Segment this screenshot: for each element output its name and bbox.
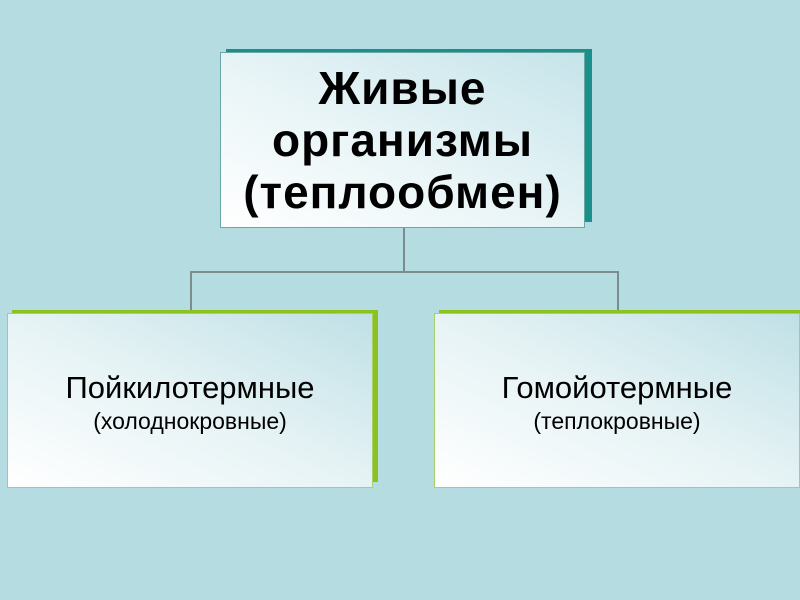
root-node-box: Живые организмы (теплообмен) (220, 52, 585, 228)
root-node-line-2: организмы (271, 114, 534, 166)
child-node-title: Пойкилотермные (65, 369, 315, 405)
root-node-line-1: Живые (318, 62, 487, 114)
child-node-subtitle: (холоднокровные) (93, 407, 287, 434)
connector-right-down (617, 271, 619, 311)
root-node-line-3: (теплообмен) (243, 166, 562, 218)
child-node-homeothermic: Гомойотермные (теплокровные) (434, 310, 800, 488)
child-node-box: Пойкилотермные (холоднокровные) (7, 313, 373, 488)
child-node-box: Гомойотермные (теплокровные) (434, 313, 800, 488)
connector-left-down (190, 271, 192, 311)
connector-horizontal (190, 271, 619, 273)
child-node-subtitle: (теплокровные) (533, 407, 701, 434)
child-node-poikilothermic: Пойкилотермные (холоднокровные) (7, 310, 379, 488)
child-node-title: Гомойотермные (501, 369, 733, 405)
root-node: Живые организмы (теплообмен) (220, 49, 592, 228)
connector-root-down (403, 226, 405, 273)
